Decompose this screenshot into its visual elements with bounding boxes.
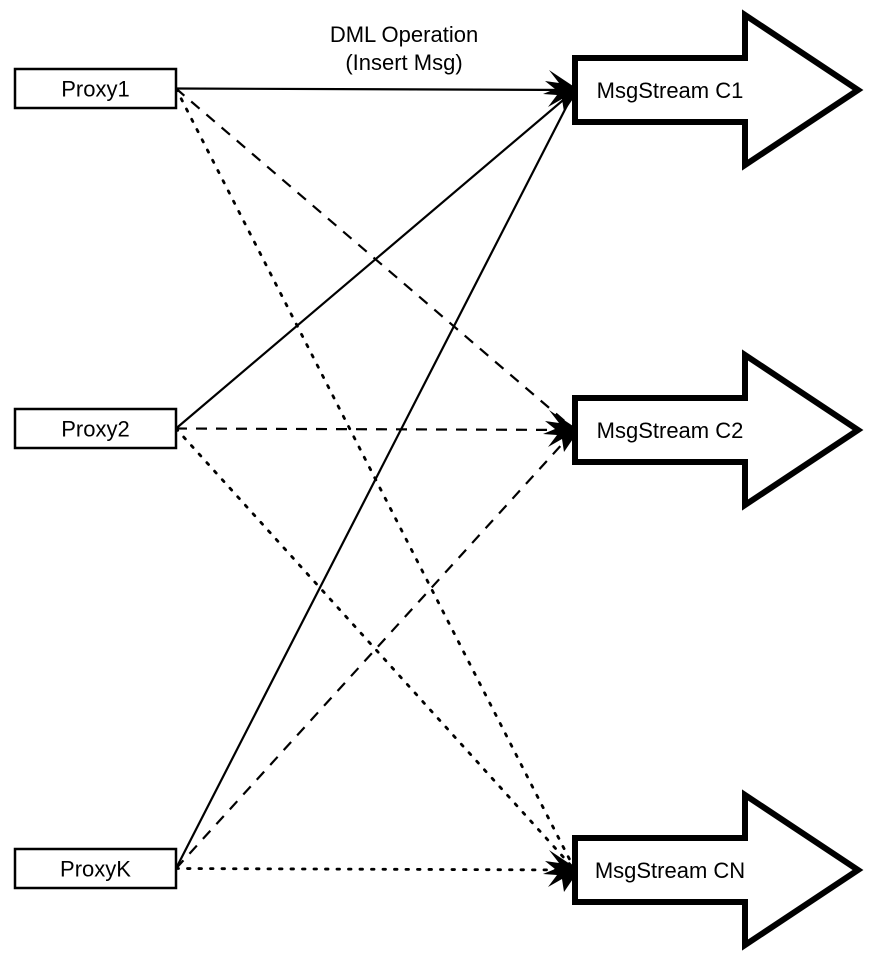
proxyk-label: ProxyK: [60, 857, 131, 882]
stream-c2-shape: [572, 349, 864, 511]
proxyk: ProxyK: [13, 847, 178, 890]
proxy1-label: Proxy1: [61, 77, 129, 102]
edge-label-line2: (Insert Msg): [345, 50, 462, 75]
arrowhead-stream-c1: [543, 70, 579, 112]
stream-cn-label: MsgStream CN: [595, 858, 745, 883]
stream-c2-label: MsgStream C2: [597, 418, 744, 443]
stream-cn-shape: [572, 789, 864, 951]
proxy1-box: [13, 67, 178, 110]
edge-label-line1: DML Operation: [330, 22, 478, 47]
connection-proxyk-to-stream-c1: [175, 89, 576, 870]
proxy2-box: [13, 407, 178, 450]
proxy2-label: Proxy2: [61, 417, 129, 442]
connection-proxy2-to-stream-c2: [175, 427, 576, 432]
connections-layer: [174, 87, 577, 872]
stream-cn: MsgStream CN: [572, 789, 864, 951]
arrowhead-stream-c2: [543, 410, 579, 452]
labels-layer: DML Operation (Insert Msg): [330, 22, 478, 75]
connection-proxy1-to-stream-c1: [175, 87, 576, 92]
proxy1: Proxy1: [13, 67, 178, 110]
arrowhead-stream-cn: [543, 850, 579, 892]
proxy2: Proxy2: [13, 407, 178, 450]
stream-c1: MsgStream C1: [572, 9, 864, 171]
connection-proxyk-to-stream-cn: [174, 867, 577, 872]
streams-layer: MsgStream C1 MsgStream C2 MsgStream CN: [572, 9, 864, 951]
stream-c1-shape: [572, 9, 864, 171]
arrowheads-layer: [543, 70, 579, 892]
connection-proxy2-to-stream-c1: [175, 89, 576, 430]
connection-proxy2-to-stream-cn: [174, 427, 577, 872]
stream-c1-label: MsgStream C1: [597, 78, 744, 103]
proxyk-box: [13, 847, 178, 890]
stream-c2: MsgStream C2: [572, 349, 864, 511]
